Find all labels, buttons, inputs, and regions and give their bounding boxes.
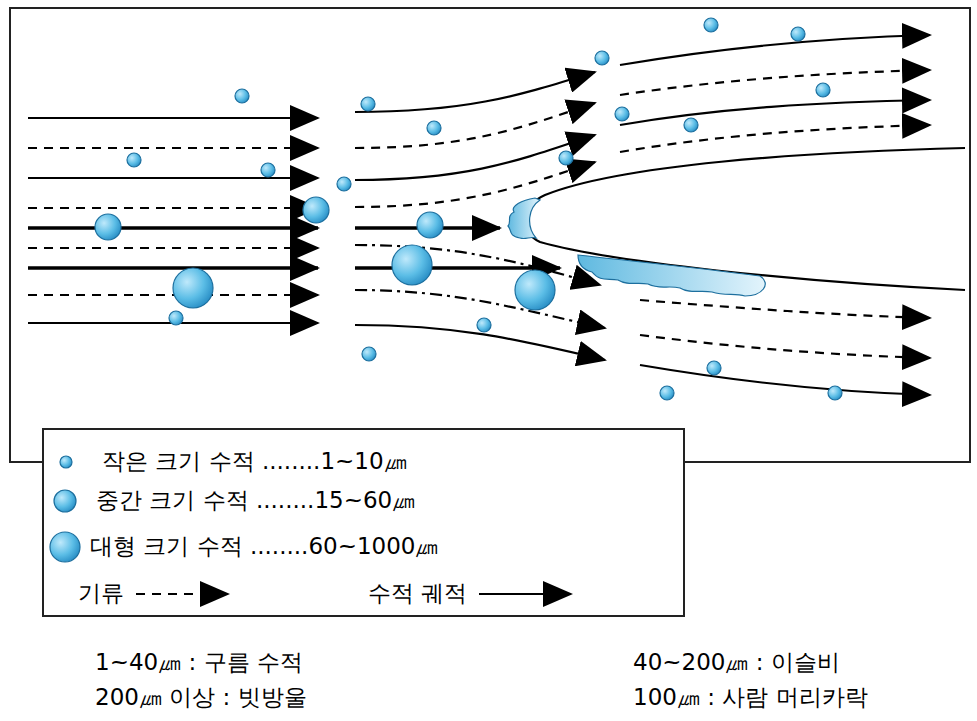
legend-text: 작은 크기 수적 ........1~10㎛ (102, 448, 407, 476)
legend-row: 기류 (78, 580, 232, 608)
legend-text: 수적 궤적 (368, 580, 467, 608)
legend-row: 작은 크기 수적 ........1~10㎛ (58, 448, 407, 476)
legend-text: 기류 (78, 580, 124, 608)
trajectory-sample (475, 581, 575, 607)
legend-text: 대형 크기 수적 ........60~1000㎛ (90, 533, 439, 561)
size-note: 40~200㎛ : 이슬비 (633, 649, 840, 677)
droplet-sample (52, 488, 78, 514)
size-note: 200㎛ 이상 : 빗방울 (95, 684, 307, 712)
droplet-sample (58, 454, 74, 470)
airflow-sample (132, 581, 232, 607)
frame (10, 8, 970, 462)
legend-text: 중간 크기 수적 ........15~60㎛ (96, 487, 415, 515)
droplets (95, 18, 842, 400)
legend-row: 중간 크기 수적 ........15~60㎛ (52, 487, 415, 515)
size-note: 100㎛ : 사람 머리카락 (633, 684, 868, 712)
size-note: 1~40㎛ : 구름 수적 (95, 649, 303, 677)
legend-row: 대형 크기 수적 ........60~1000㎛ (48, 530, 439, 564)
lower-surface-ice (578, 255, 765, 296)
leading-edge-ice (508, 198, 540, 239)
legend-row: 수적 궤적 (368, 580, 575, 608)
droplet-sample (48, 530, 82, 564)
